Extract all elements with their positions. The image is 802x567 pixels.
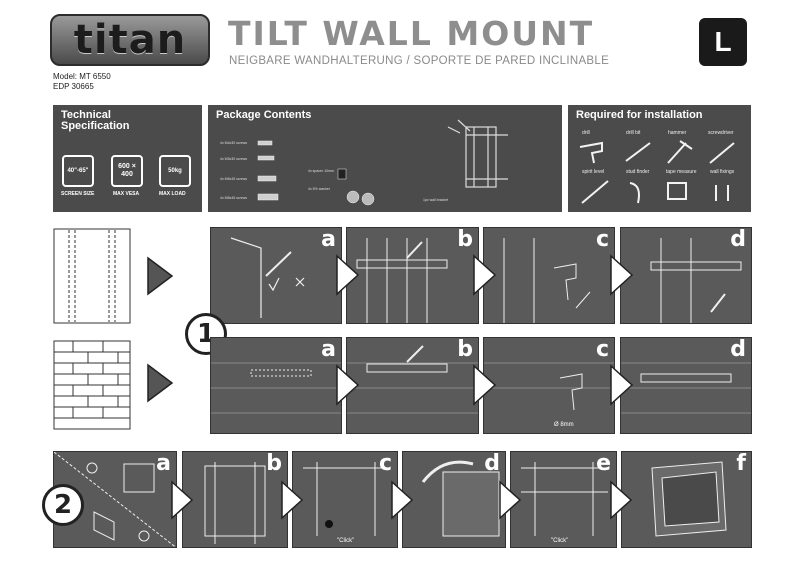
drill-size-label: Ø 8mm: [554, 422, 574, 428]
step-letter: f: [736, 451, 746, 476]
vesa-icon: 600 × 400: [111, 155, 143, 187]
model-number: Model: MT 6550: [53, 72, 111, 81]
mount-screws-illustration: [54, 452, 176, 547]
pc-spacers: 4x spacer 10mm: [308, 169, 334, 173]
weight-icon: 50kg: [159, 155, 191, 187]
step-2b: b: [346, 337, 479, 434]
step-letter: a: [156, 451, 171, 476]
step-letter: b: [266, 451, 282, 476]
tool-wall-fixings: wall fixings: [710, 169, 735, 175]
step-1d: d: [620, 227, 752, 324]
package-illustration: [257, 119, 508, 206]
pc-m6-screws: 4x M6x45 screws: [220, 177, 248, 181]
pc-washers: 4x 5% washer: [308, 187, 330, 191]
step-letter: b: [457, 227, 473, 252]
pc-m4-screws: 4x M4x30 screws: [220, 141, 248, 145]
step-letter: a: [321, 337, 336, 362]
drywall-wall-icon: [53, 228, 131, 324]
pc-m5-screws: 4x M5x30 screws: [220, 157, 248, 161]
step-letter: a: [321, 227, 336, 252]
lock-open-illustration: [303, 462, 389, 536]
spec-label-load: MAX LOAD: [159, 191, 186, 197]
tool-spirit-level: spirit level: [582, 169, 605, 175]
screen-size-icon: 40"-65": [62, 155, 94, 187]
required-tools-panel: Required for installation drill drill bi…: [568, 105, 751, 212]
attach-rails-illustration: [204, 462, 266, 544]
step-letter: c: [378, 451, 392, 476]
pc-wall-bracket: 1pc wall bracket: [423, 198, 449, 202]
step-letter: e: [596, 451, 611, 476]
step-1c: c: [483, 227, 615, 324]
spec-label-vesa: MAX VESA: [113, 191, 140, 197]
step-2a: a: [210, 337, 342, 434]
step-3b: b: [182, 451, 288, 548]
tool-drill: drill: [582, 130, 590, 136]
step-letter: d: [730, 227, 746, 252]
hang-tv-illustration: [421, 460, 500, 537]
model-info: Model: MT 6550 EDP 30665: [53, 72, 111, 92]
screw-bracket-illustration: [650, 238, 742, 323]
level-bracket-illustration: [356, 238, 448, 323]
step-3f: f: [621, 451, 752, 548]
tools-illustration: [579, 140, 735, 204]
step-letter: d: [484, 451, 500, 476]
tech-spec-panel: Technical Specification 40"-65" 600 × 40…: [53, 105, 202, 212]
tech-spec-title: Technical Specification: [61, 109, 130, 132]
required-title: Required for installation: [576, 109, 703, 121]
click-label-c: "Click": [337, 538, 355, 544]
package-title: Package Contents: [216, 109, 312, 121]
page-title: TILT WALL MOUNT: [228, 14, 595, 53]
arrow-right-icon: [147, 256, 174, 296]
brick-wall-icon: [53, 340, 131, 430]
brick-screw-illustration: [621, 362, 751, 414]
drill-illustration: [503, 238, 591, 323]
step-3e: e "Click": [510, 451, 617, 548]
pc-m8-screws: 4x M8x45 screws: [220, 196, 248, 200]
lock-closed-illustration: [521, 462, 608, 536]
step-2c: c Ø 8mm: [483, 337, 615, 434]
brick-level-illustration: [347, 345, 478, 414]
step-1a: a: [210, 227, 342, 324]
tool-hammer: hammer: [668, 130, 687, 136]
arrow-right-icon: [147, 363, 174, 403]
click-label-e: "Click": [551, 538, 569, 544]
tool-stud-finder: stud finder: [626, 169, 650, 175]
tool-screwdriver: screwdriver: [708, 130, 734, 136]
tool-drill-bit: drill bit: [626, 130, 641, 136]
step-letter: c: [595, 337, 609, 362]
brick-mark-illustration: [211, 362, 341, 414]
step-3d: d: [402, 451, 506, 548]
spec-label-screen: SCREEN SIZE: [61, 191, 95, 197]
edp-number: EDP 30665: [53, 82, 94, 91]
step-1b: b: [346, 227, 479, 324]
brick-drill-illustration: [484, 362, 614, 411]
tilt-tv-illustration: [651, 461, 727, 537]
page-subtitle: NEIGBARE WANDHALTERUNG / SOPORTE DE PARE…: [229, 55, 610, 67]
tool-tape-measure: tape measure: [666, 169, 697, 175]
logo-text: titan: [73, 17, 187, 63]
section-number-2: 2: [42, 484, 84, 526]
step-letter: b: [457, 337, 473, 362]
step-3c: c "Click": [292, 451, 398, 548]
size-badge: L: [699, 18, 747, 66]
package-contents-panel: Package Contents 4x M4x30 screws 4x M5x3…: [208, 105, 562, 212]
step-2d: d: [620, 337, 752, 434]
stud-finder-illustration: [230, 237, 305, 318]
section-number-1: 1: [185, 313, 227, 355]
step-letter: d: [730, 337, 746, 362]
step-letter: c: [595, 227, 609, 252]
titan-logo: titan: [50, 14, 210, 66]
